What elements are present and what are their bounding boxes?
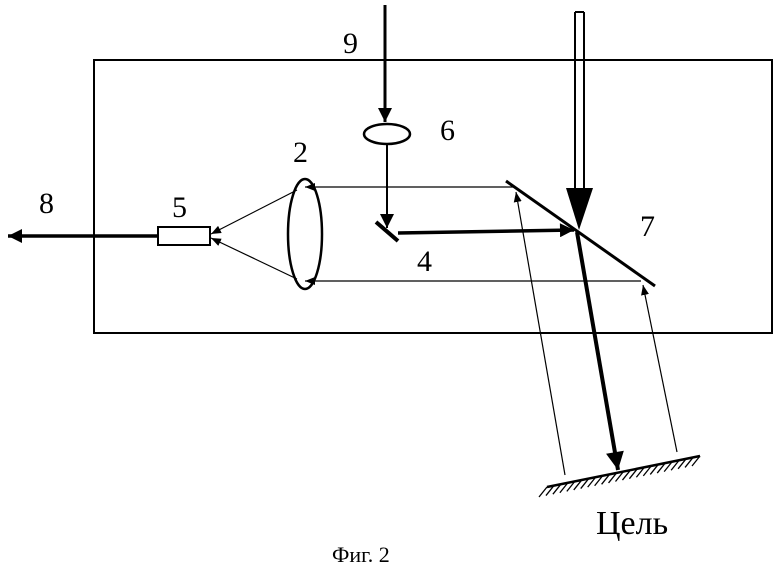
label-9: 9 — [343, 27, 358, 60]
beam-to-target — [577, 232, 618, 470]
label-6: 6 — [440, 114, 455, 147]
target-return-ray-right — [643, 285, 677, 452]
housing-box — [94, 60, 772, 333]
lens-6 — [364, 124, 410, 144]
cone-ray-upper — [211, 190, 297, 234]
figure-caption: Фиг. 2 — [332, 542, 390, 567]
top-beam-arrowhead — [566, 188, 593, 230]
detector-5 — [158, 227, 210, 245]
hatch-mark — [539, 487, 547, 497]
cone-ray-lower — [211, 238, 297, 279]
label-7: 7 — [640, 210, 655, 243]
label-4: 4 — [417, 245, 432, 278]
beam-to-mirror-7 — [398, 230, 574, 233]
target-label: Цель — [596, 505, 668, 542]
label-8: 8 — [39, 187, 54, 220]
label-2: 2 — [293, 136, 308, 169]
label-5: 5 — [172, 191, 187, 224]
lens-2 — [288, 179, 322, 289]
